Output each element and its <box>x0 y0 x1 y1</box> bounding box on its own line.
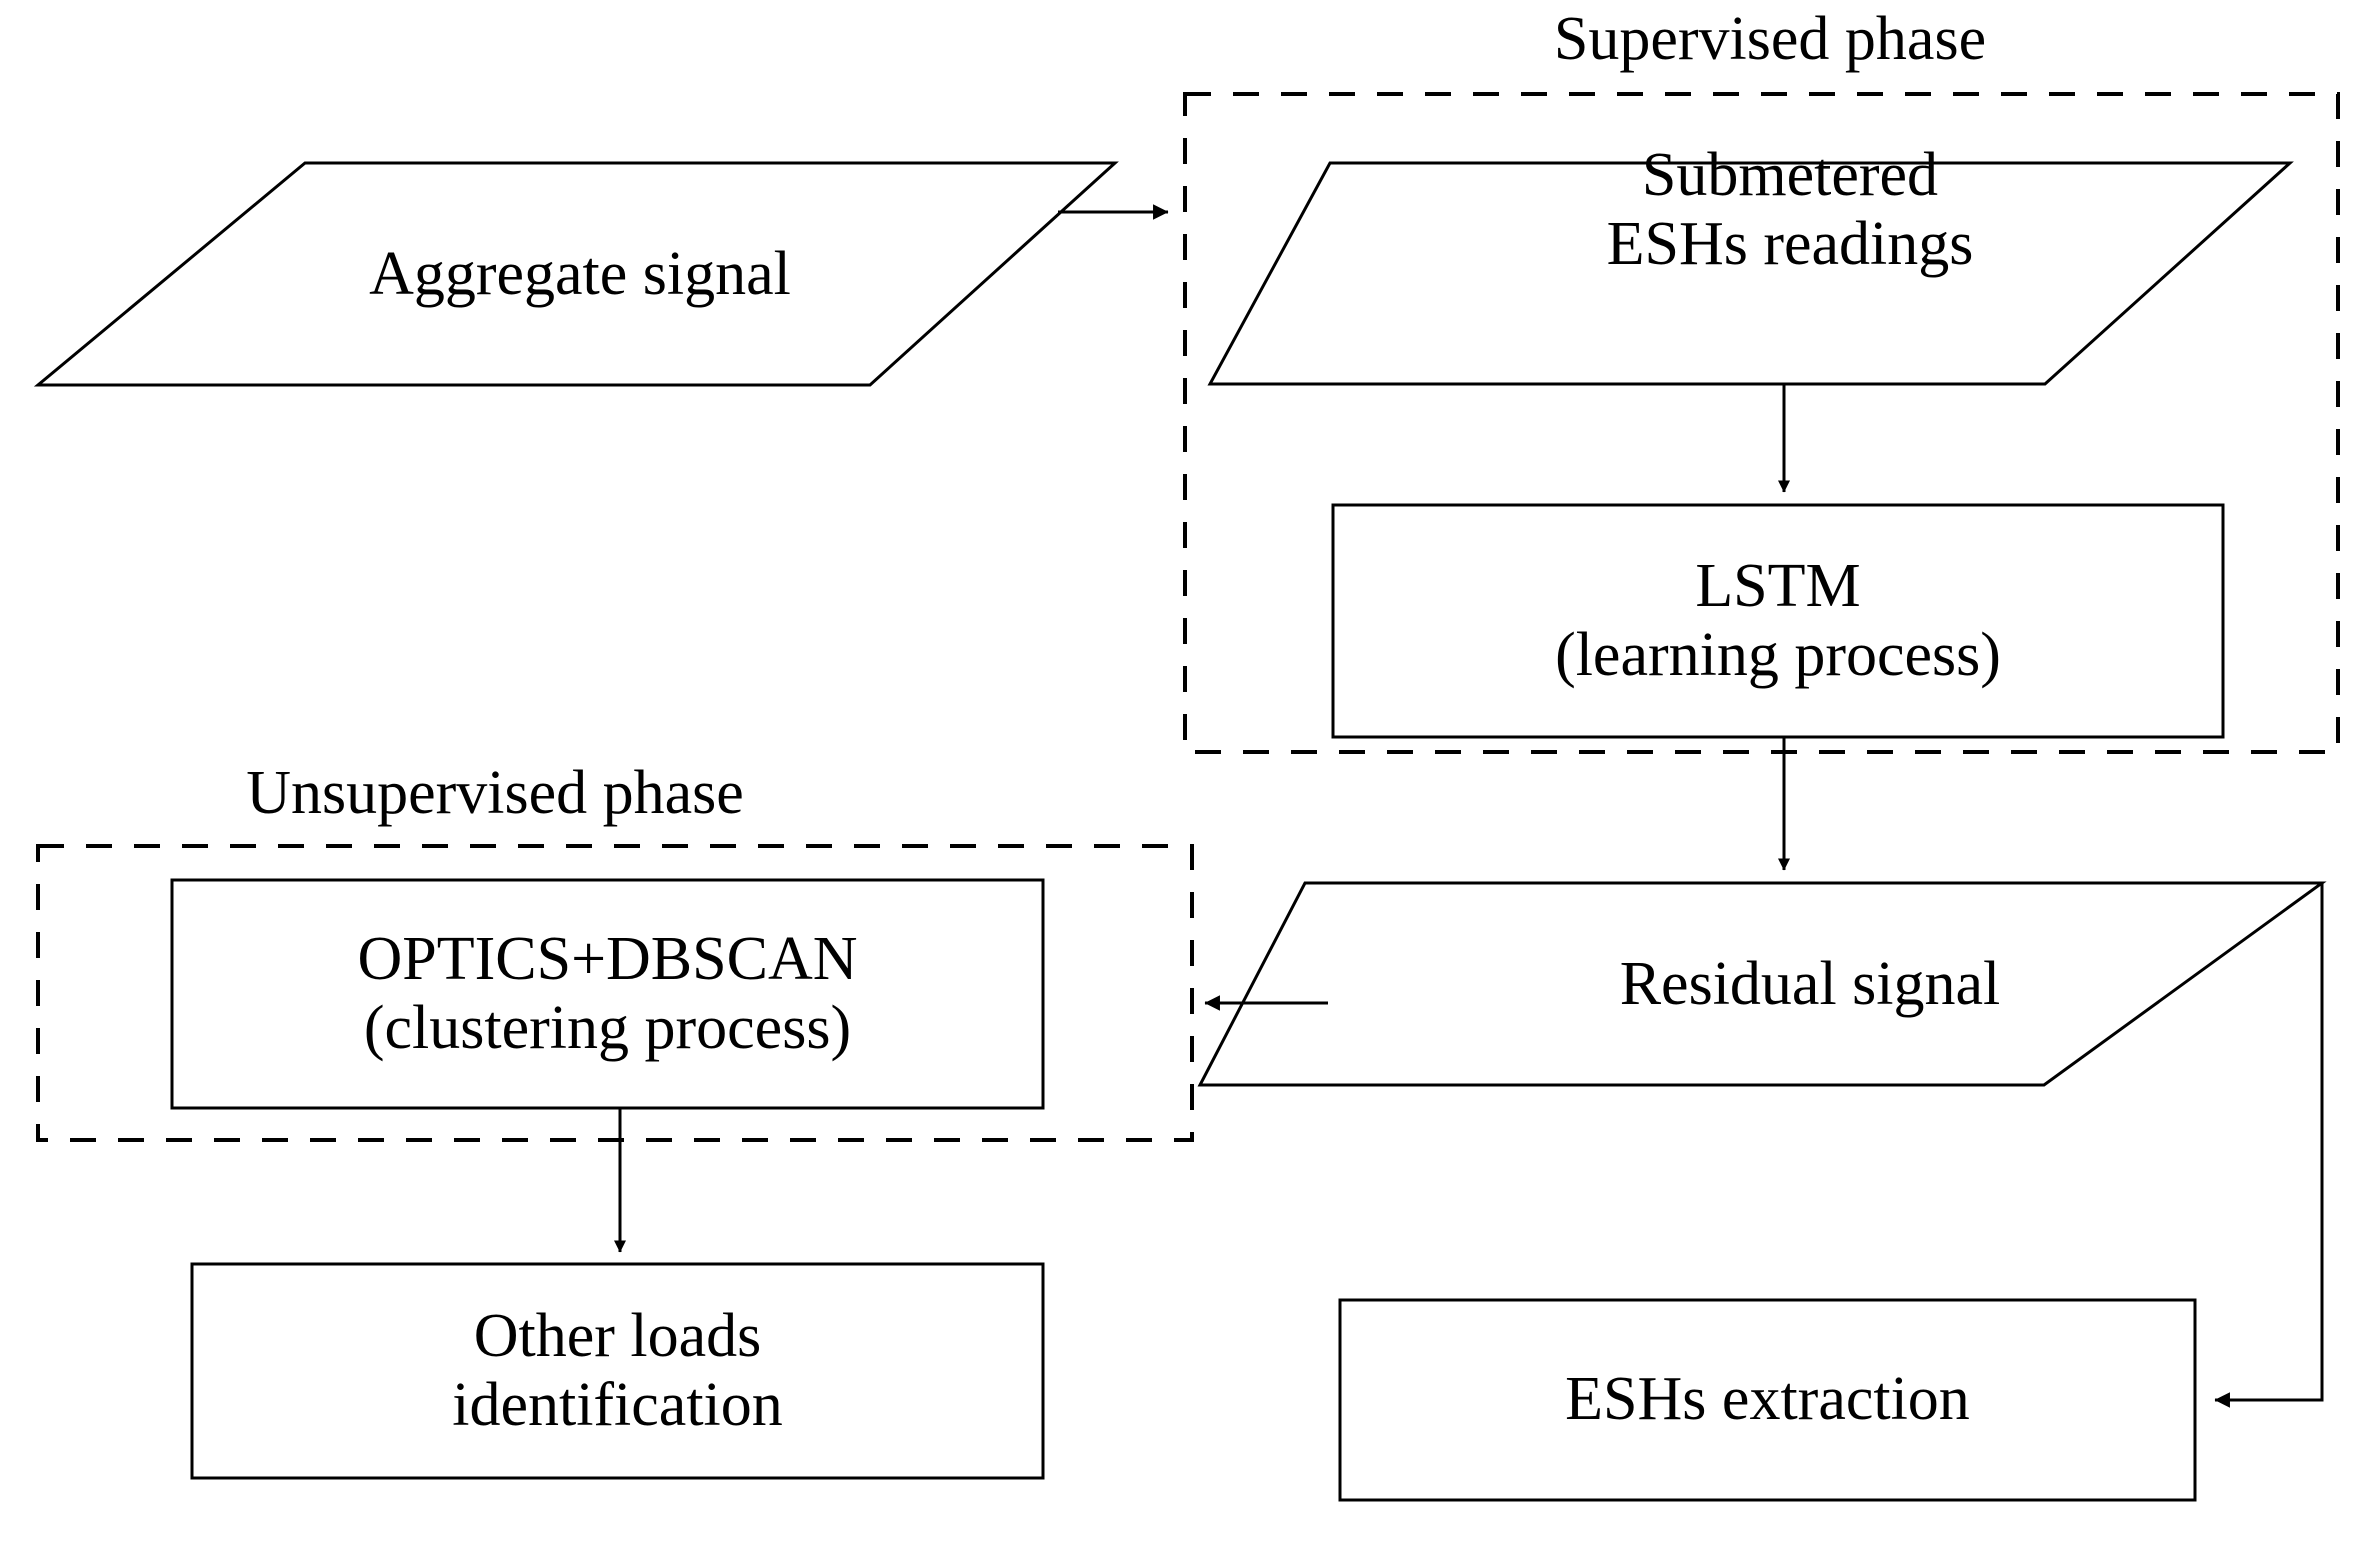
supervised-phase-caption: Supervised phase <box>1553 5 1987 73</box>
optics-dbscan-node[interactable] <box>172 880 1043 1108</box>
submetered-eshs-readings-node[interactable] <box>1210 163 2290 384</box>
lstm-shape[interactable] <box>1331 503 2225 739</box>
optics-dbscan-shape[interactable] <box>170 878 1045 1110</box>
submetered-eshs-readings-shape[interactable] <box>1207 161 2294 386</box>
eshs-extraction-node[interactable] <box>1340 1300 2195 1500</box>
other-loads-identification-node[interactable] <box>192 1264 1043 1478</box>
residual-signal-shape[interactable] <box>1197 881 2327 1087</box>
unsupervised-phase-caption: Unsupervised phase <box>246 759 744 827</box>
unsupervised-phase-boundary <box>36 844 1194 1142</box>
supervised-phase-boundary <box>1183 92 2340 754</box>
aggregate-signal-node[interactable] <box>38 163 1115 385</box>
other-loads-identification-shape[interactable] <box>190 1262 1045 1480</box>
edge-residual-to-eshs-extraction <box>2214 883 2324 1408</box>
residual-signal-node[interactable] <box>1200 883 2322 1085</box>
aggregate-signal-shape[interactable] <box>33 161 1119 387</box>
lstm-node[interactable] <box>1333 505 2223 737</box>
eshs-extraction-shape[interactable] <box>1338 1298 2197 1502</box>
